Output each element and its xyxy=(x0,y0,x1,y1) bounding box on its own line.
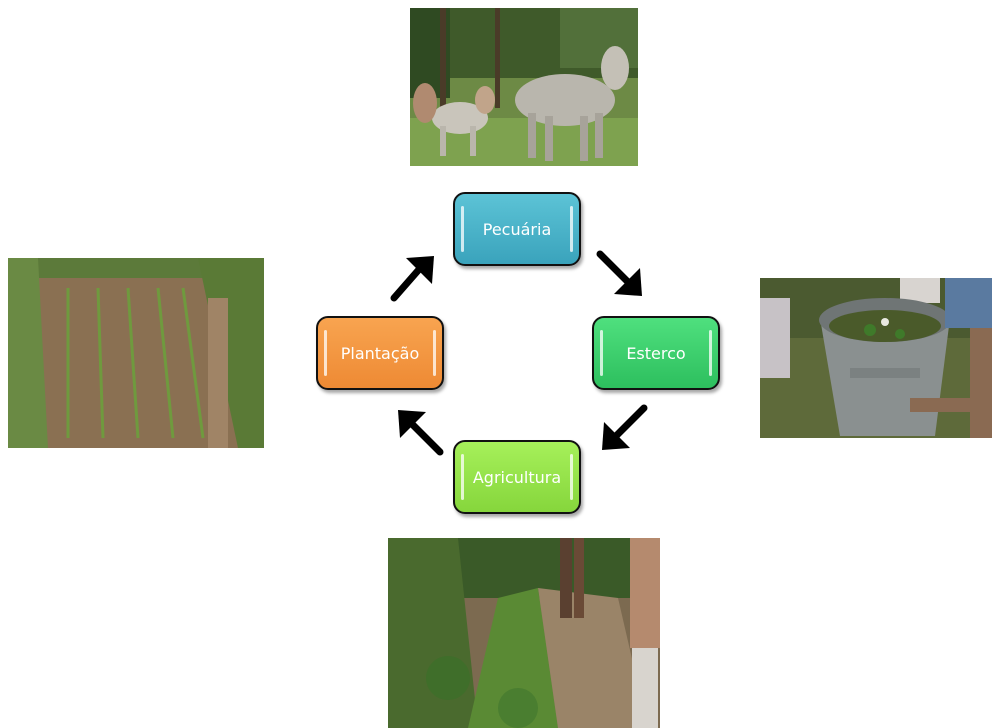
seedlings-plantation-photo xyxy=(8,258,264,448)
arrow-plantacao-to-pecuaria xyxy=(390,256,434,302)
arrow-esterco-to-agricultura xyxy=(602,404,648,450)
node-agricultura: Agricultura xyxy=(453,440,581,514)
arrow-agricultura-to-plantacao xyxy=(398,410,444,456)
node-esterco: Esterco xyxy=(592,316,720,390)
manure-bucket-photo xyxy=(760,278,992,438)
agriculture-field-photo xyxy=(388,538,660,728)
arrow-pecuaria-to-esterco xyxy=(596,250,642,296)
cattle-photo xyxy=(410,8,638,166)
node-plantacao-label: Plantação xyxy=(340,343,420,363)
node-pecuaria: Pecuária xyxy=(453,192,581,266)
node-pecuaria-label: Pecuária xyxy=(482,219,552,239)
node-esterco-label: Esterco xyxy=(626,343,686,363)
node-plantacao: Plantação xyxy=(316,316,444,390)
node-agricultura-label: Agricultura xyxy=(472,467,562,487)
